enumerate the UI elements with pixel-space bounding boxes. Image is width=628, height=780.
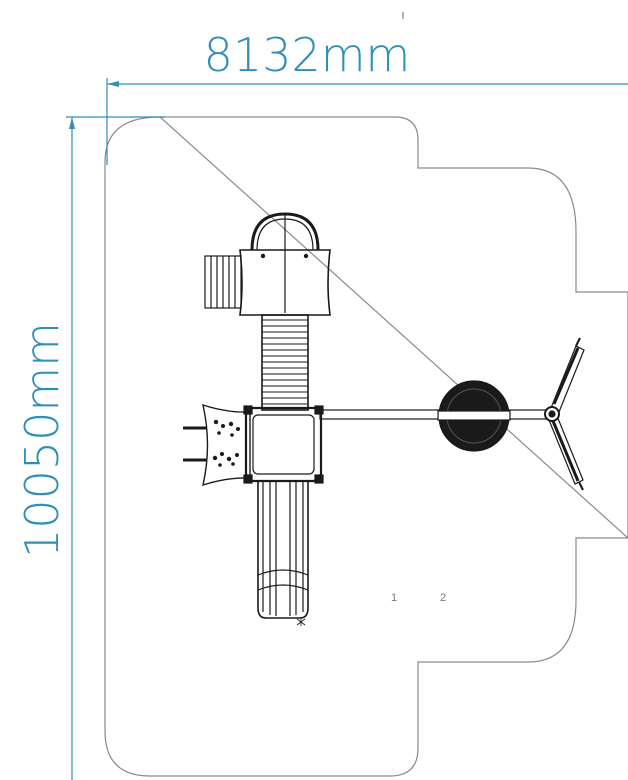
zone-label-2: 2 [440, 592, 446, 604]
stair-ladder-icon [204, 255, 242, 309]
triple-arm-spinner-icon [544, 337, 585, 491]
zone-label-1: 1 [391, 592, 397, 604]
width-dimension-label: 8132mm [204, 28, 411, 82]
width-dimension [106, 78, 628, 165]
equipment-group [183, 212, 585, 626]
safety-zone-outline [104, 116, 628, 777]
connecting-beam-icon [319, 409, 549, 420]
deck-platform-icon [239, 249, 331, 316]
spinner-disc-icon [437, 380, 511, 452]
climbing-ramp-icon [261, 314, 309, 411]
height-dimension [66, 116, 165, 780]
roof-dome-icon [250, 212, 320, 252]
height-dimension-label: 10050mm [15, 322, 69, 558]
slide-icon [257, 481, 309, 626]
main-deck-icon [243, 405, 324, 484]
play-panel-icon [183, 403, 251, 487]
